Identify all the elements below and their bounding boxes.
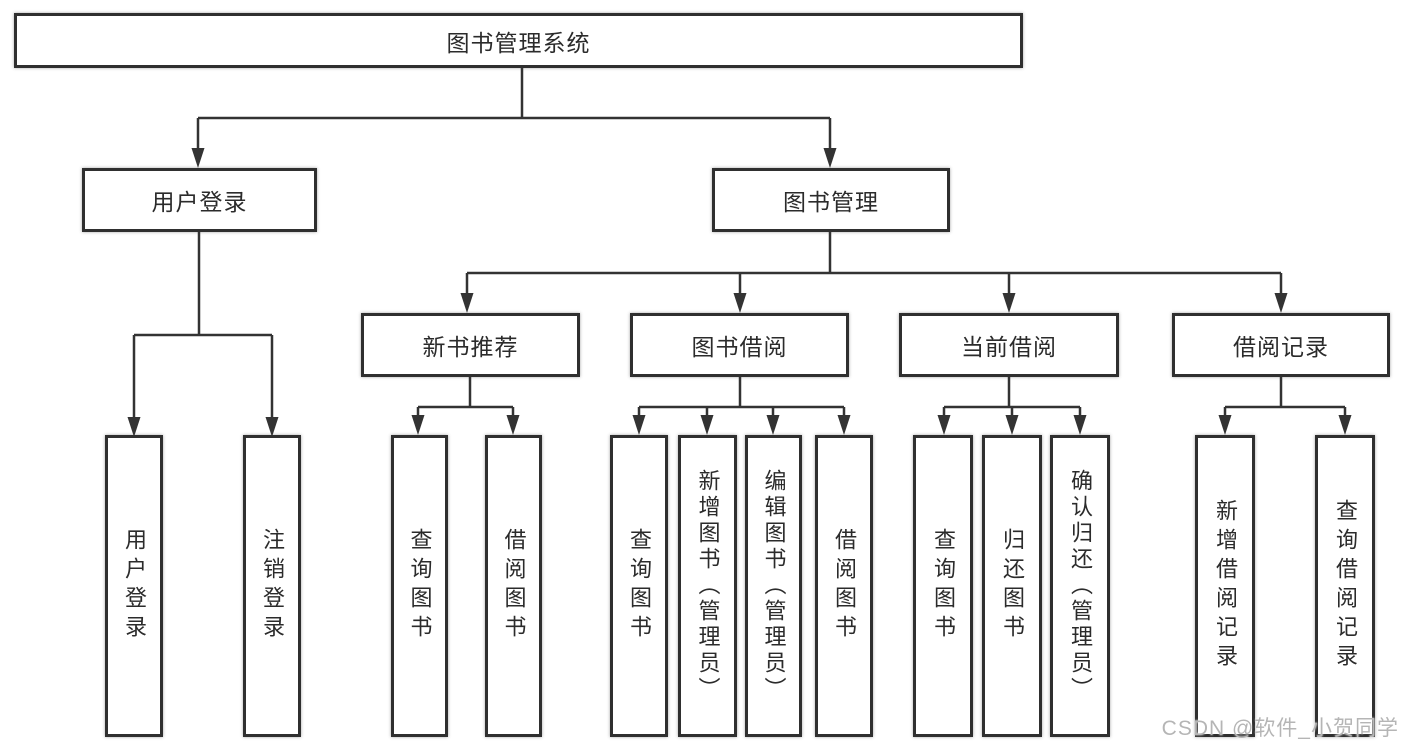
arrowhead <box>937 415 951 435</box>
arrowhead <box>1218 415 1232 435</box>
arrowhead <box>127 417 141 437</box>
leaf-query-book-borrow: 查询图书 <box>610 435 668 737</box>
leaf-label: 确认归还（管理员） <box>1068 469 1093 703</box>
arrowhead <box>265 417 279 437</box>
leaf-label: 用户登录 <box>122 528 147 644</box>
arrowhead <box>766 415 780 435</box>
leaf-label: 编辑图书（管理员） <box>761 469 787 703</box>
leaf-add-book-admin: 新增图书（管理员） <box>678 435 737 737</box>
leaf-label: 查询图书 <box>931 528 956 644</box>
arrowhead <box>1005 415 1019 435</box>
arrowhead <box>1002 293 1016 313</box>
leaf-edit-book-admin: 编辑图书（管理员） <box>745 435 802 737</box>
leaf-return-book: 归还图书 <box>982 435 1042 737</box>
leaf-borrow-book: 借阅图书 <box>815 435 873 737</box>
arrowhead <box>506 415 520 435</box>
leaf-label: 借阅图书 <box>832 528 857 644</box>
leaf-borrow-book-recommend: 借阅图书 <box>485 435 542 737</box>
leaf-query-book-current: 查询图书 <box>913 435 973 737</box>
arrowhead <box>1338 415 1352 435</box>
watermark: CSDN @软件_小贺同学 <box>1161 717 1399 740</box>
node-root: 图书管理系统 <box>14 13 1023 68</box>
node-book-borrow: 图书借阅 <box>630 313 849 377</box>
leaf-label: 查询借阅记录 <box>1333 499 1358 673</box>
leaf-label: 查询图书 <box>407 528 433 644</box>
leaf-query-book-recommend: 查询图书 <box>391 435 448 737</box>
arrowhead <box>733 293 747 313</box>
node-borrow-records: 借阅记录 <box>1172 313 1390 377</box>
node-user-login: 用户登录 <box>82 168 317 232</box>
arrowhead <box>632 415 646 435</box>
arrowhead <box>411 415 425 435</box>
node-current-borrow: 当前借阅 <box>899 313 1119 377</box>
arrowhead <box>1073 415 1087 435</box>
leaf-label: 借阅图书 <box>501 528 527 644</box>
leaf-add-borrow-record: 新增借阅记录 <box>1195 435 1255 737</box>
leaf-label: 归还图书 <box>1000 528 1025 644</box>
node-new-book-recommend: 新书推荐 <box>361 313 580 377</box>
leaf-query-borrow-record: 查询借阅记录 <box>1315 435 1375 737</box>
leaf-label: 查询图书 <box>627 528 652 644</box>
arrowhead <box>700 415 714 435</box>
arrowhead <box>191 148 205 168</box>
arrowhead <box>823 148 837 168</box>
leaf-user-login: 用户登录 <box>105 435 163 737</box>
leaf-label: 新增借阅记录 <box>1213 499 1238 673</box>
leaf-label: 注销登录 <box>260 528 285 644</box>
leaf-confirm-return-admin: 确认归还（管理员） <box>1050 435 1110 737</box>
arrowhead <box>460 293 474 313</box>
arrowhead <box>1274 293 1288 313</box>
connector-group <box>132 68 1347 418</box>
arrowhead-group <box>127 148 1352 437</box>
arrowhead <box>837 415 851 435</box>
node-book-management: 图书管理 <box>712 168 950 232</box>
leaf-label: 新增图书（管理员） <box>695 469 721 703</box>
leaf-logout: 注销登录 <box>243 435 301 737</box>
